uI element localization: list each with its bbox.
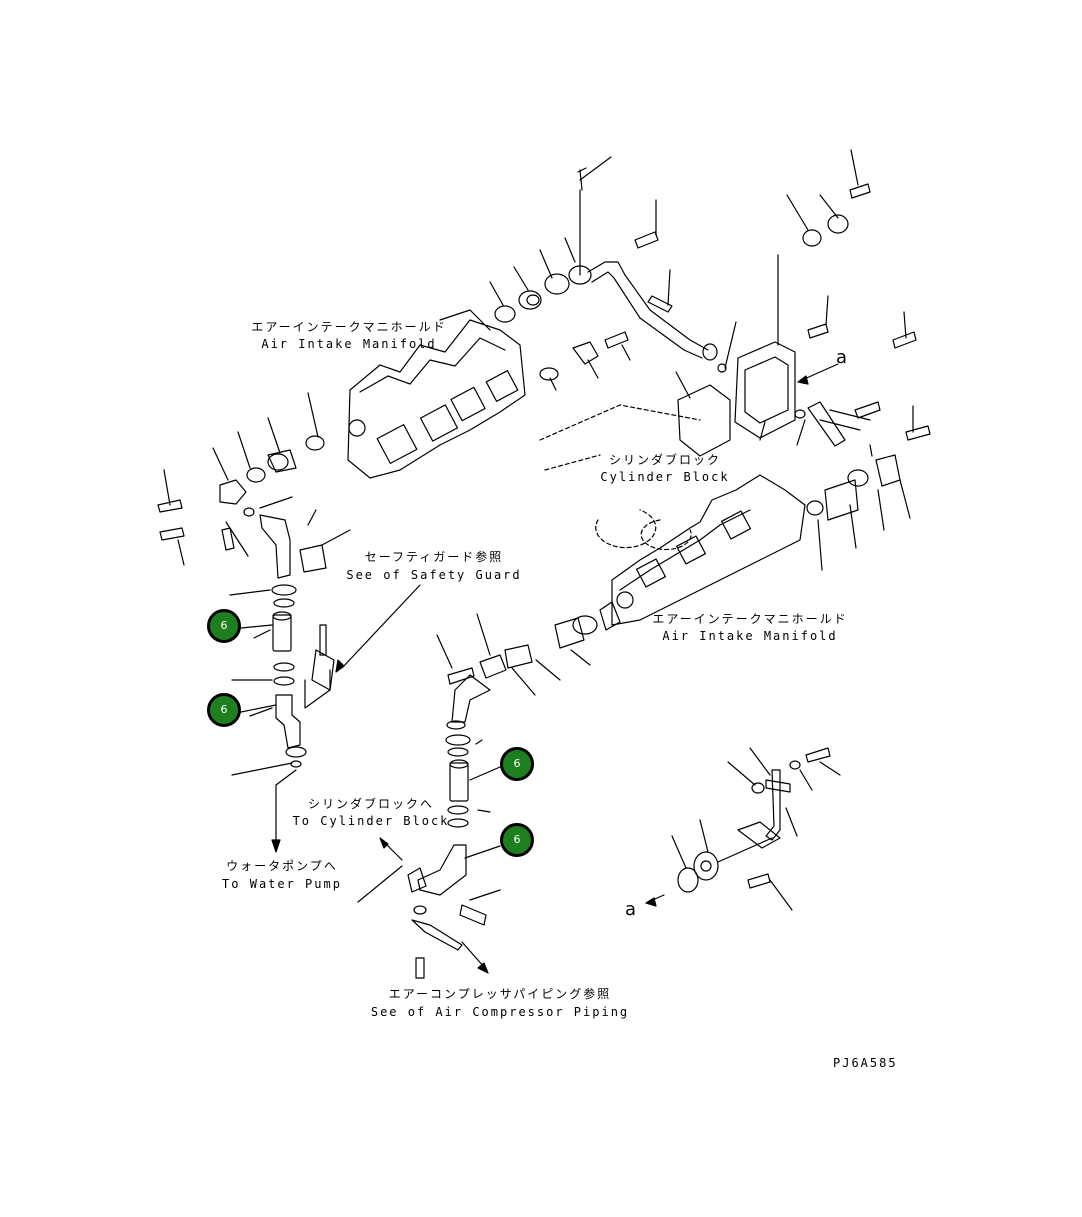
callout-badge[interactable]: 6: [500, 823, 534, 857]
lower-intake-label-en: Air Intake Manifold: [662, 629, 838, 643]
cylinder-block-label-jp: シリンダブロック: [608, 453, 722, 467]
water-pump-label-jp: ウォータポンプへ: [226, 859, 338, 873]
lower-intake-manifold: [504, 474, 806, 696]
lower-pipe-column: [357, 613, 507, 979]
callout-badge[interactable]: 6: [500, 747, 534, 781]
upper-intake-manifold: [347, 309, 526, 479]
to-cylinder-label-en: To Cylinder Block: [292, 814, 450, 828]
compressor-label-en: See of Air Compressor Piping: [370, 1005, 630, 1019]
safety-guard-leader: [335, 584, 421, 673]
figure-code: PJ6A585: [833, 1056, 898, 1070]
left-pipe-column: [157, 392, 351, 853]
upper-intake-label-en: Air Intake Manifold: [261, 337, 437, 351]
view-marker-a-lower: a: [625, 899, 637, 920]
callout-badge[interactable]: 6: [207, 693, 241, 727]
cylinder-block-outline: [539, 404, 701, 551]
callout-leaders: [240, 624, 501, 859]
view-marker-a-upper: a: [836, 347, 848, 368]
compressor-bracket: [645, 747, 841, 911]
compressor-label-jp: エアーコンプレッサパイピング参照: [388, 987, 612, 1001]
safety-guard-label-en: See of Safety Guard: [346, 568, 522, 582]
cylinder-block-label-en: Cylinder Block: [600, 470, 730, 484]
upper-intake-label-jp: エアーインテークマニホールド: [251, 320, 447, 334]
safety-guard-label-jp: セーフティガード参照: [364, 550, 504, 564]
callout-badge[interactable]: 6: [207, 609, 241, 643]
upper-pipe-assembly: [489, 156, 737, 391]
to-cylinder-label-jp: シリンダブロックへ: [307, 797, 435, 811]
right-plate-assembly: [675, 149, 931, 571]
water-pump-label-en: To Water Pump: [222, 877, 342, 891]
lower-intake-label-jp: エアーインテークマニホールド: [652, 612, 848, 626]
